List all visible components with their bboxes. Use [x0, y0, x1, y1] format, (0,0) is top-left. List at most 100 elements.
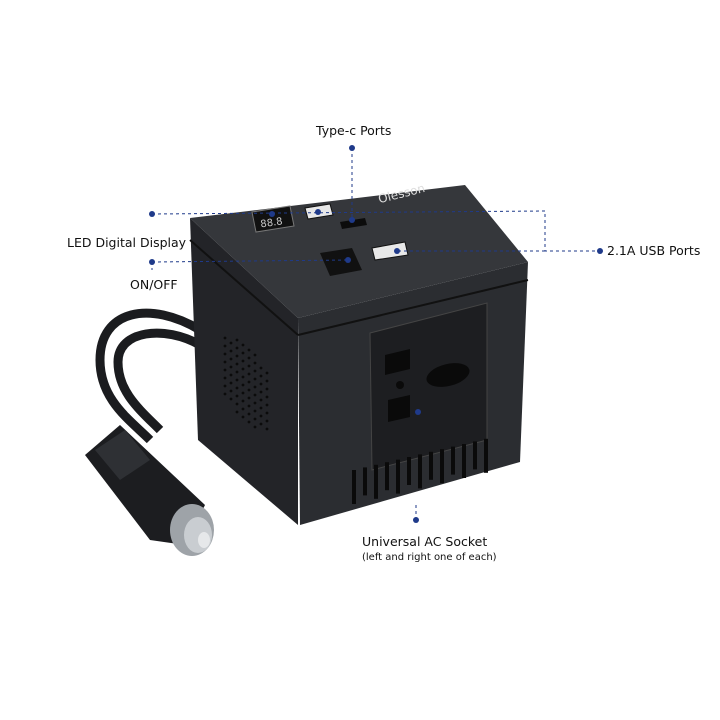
grille-hole — [265, 427, 269, 431]
grille-hole — [235, 354, 239, 358]
grille-hole — [265, 395, 269, 399]
cube-left-face — [190, 218, 298, 525]
grille-hole — [259, 422, 263, 426]
grille-hole — [265, 387, 269, 391]
grille-hole — [247, 404, 251, 408]
vent-slot — [407, 457, 411, 485]
vent-slot — [374, 464, 378, 499]
grille-hole — [253, 425, 257, 429]
grille-hole — [253, 377, 257, 381]
grille-hole — [265, 403, 269, 407]
grille-hole — [247, 348, 251, 352]
grille-hole — [241, 343, 245, 347]
grille-hole — [253, 353, 257, 357]
grille-hole — [241, 415, 245, 419]
grille-hole — [253, 417, 257, 421]
grille-hole — [247, 380, 251, 384]
callout-dots — [149, 145, 603, 523]
grille-hole — [223, 352, 227, 356]
vent-slot — [352, 470, 356, 504]
grille-hole — [235, 370, 239, 374]
grille-hole — [229, 341, 233, 345]
vent-slot — [484, 438, 488, 473]
grille-hole — [247, 372, 251, 376]
vent-slot — [451, 446, 455, 475]
callout-usb-ports: 2.1A USB Ports — [607, 243, 701, 258]
ac-socket-holes — [385, 349, 470, 422]
vent-slots — [352, 438, 488, 504]
grille-hole — [253, 401, 257, 405]
grille-hole — [259, 390, 263, 394]
grille-hole — [229, 349, 233, 353]
grille-hole — [235, 346, 239, 350]
grille-hole — [235, 394, 239, 398]
grille-hole — [223, 344, 227, 348]
onoff-switch — [320, 248, 362, 276]
vent-slot — [385, 462, 389, 491]
grille-hole — [229, 389, 233, 393]
grille-hole — [229, 397, 233, 401]
grille-hole — [259, 382, 263, 386]
grille-hole — [253, 361, 257, 365]
grille-hole — [241, 383, 245, 387]
grille-hole — [229, 381, 233, 385]
grille-hole — [235, 362, 239, 366]
grille-hole — [223, 392, 227, 396]
ac-socket-panel — [369, 302, 488, 471]
vent-slot — [429, 451, 433, 480]
grille-hole — [241, 407, 245, 411]
callout-ac-socket-note: (left and right one of each) — [362, 552, 497, 563]
grille-hole — [241, 399, 245, 403]
vent-slot — [462, 444, 466, 478]
grille-hole — [259, 398, 263, 402]
grille-hole — [229, 365, 233, 369]
grille-hole — [247, 388, 251, 392]
grille-hole — [253, 385, 257, 389]
vent-slot — [396, 459, 400, 494]
power-cable — [95, 308, 203, 444]
vent-slot — [440, 449, 444, 484]
car-plug — [85, 425, 214, 556]
grille-hole — [265, 379, 269, 383]
grille-hole — [259, 414, 263, 418]
grille-hole — [229, 373, 233, 377]
grille-hole — [253, 393, 257, 397]
vent-slot — [363, 467, 367, 496]
grille-hole — [259, 406, 263, 410]
grille-hole — [235, 410, 239, 414]
callout-ac-socket: Universal AC Socket — [362, 534, 488, 549]
grille-hole — [265, 419, 269, 423]
usb-port-right — [371, 241, 409, 261]
speaker-grille — [223, 336, 269, 431]
grille-hole — [247, 420, 251, 424]
grille-hole — [241, 375, 245, 379]
grille-hole — [247, 396, 251, 400]
grille-hole — [259, 374, 263, 378]
grille-hole — [223, 336, 227, 340]
vent-slot — [418, 454, 422, 489]
grille-hole — [229, 357, 233, 361]
grille-hole — [247, 356, 251, 360]
grille-hole — [223, 368, 227, 372]
grille-hole — [223, 376, 227, 380]
grille-hole — [265, 371, 269, 375]
grille-hole — [247, 412, 251, 416]
callout-type-c-ports: Type-c Ports — [316, 123, 392, 138]
grille-hole — [241, 367, 245, 371]
grille-hole — [235, 386, 239, 390]
display-reading: 88.8 — [260, 216, 284, 230]
grille-hole — [235, 402, 239, 406]
callout-led-display: LED Digital Display — [67, 235, 187, 250]
grille-hole — [223, 384, 227, 388]
vent-slot — [473, 441, 477, 470]
callout-onoff: ON/OFF — [130, 277, 178, 292]
grille-hole — [241, 359, 245, 363]
grille-hole — [235, 338, 239, 342]
grille-hole — [235, 378, 239, 382]
led-digital-display — [251, 205, 295, 233]
grille-hole — [223, 360, 227, 364]
grille-hole — [253, 369, 257, 373]
grille-hole — [253, 409, 257, 413]
grille-hole — [265, 411, 269, 415]
